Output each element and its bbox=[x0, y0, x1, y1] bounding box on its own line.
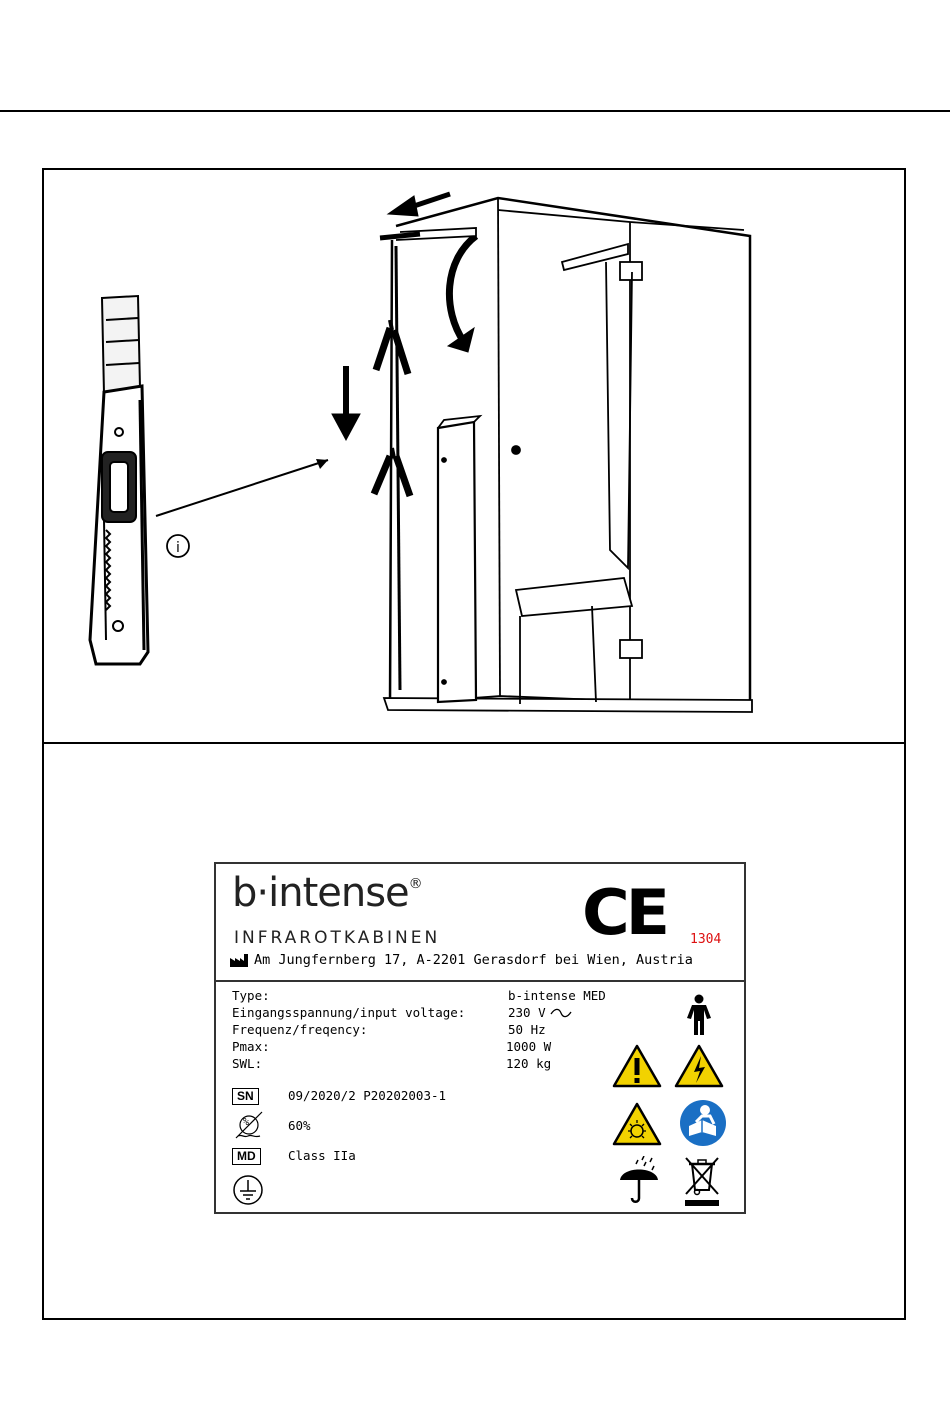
spec-value-pmax: 1000 W bbox=[506, 1039, 551, 1054]
ce-mark: CE bbox=[582, 876, 666, 949]
utility-knife-icon bbox=[90, 296, 148, 664]
spec-key-voltage: Eingangsspannung/input voltage: bbox=[232, 1005, 465, 1020]
factory-icon bbox=[230, 954, 250, 967]
sn-tag: SN bbox=[232, 1088, 259, 1105]
brand-name: b·intense bbox=[232, 870, 409, 916]
cabin-icon bbox=[374, 198, 752, 712]
brand-subtitle: INFRAROTKABINEN bbox=[234, 928, 440, 948]
humidity-value: 60% bbox=[288, 1118, 311, 1133]
spec-value-voltage: 230 V bbox=[508, 1005, 546, 1020]
notified-body-number: 1304 bbox=[690, 932, 721, 947]
spec-key-pmax: Pmax: bbox=[232, 1039, 270, 1054]
illustration-panel: i bbox=[42, 168, 906, 744]
spec-value-swl: 120 kg bbox=[506, 1056, 551, 1071]
serial-number: 09/2020/2 P20202003-1 bbox=[288, 1088, 446, 1103]
warning-icon bbox=[612, 1044, 662, 1088]
spec-key-type: Type: bbox=[232, 988, 270, 1003]
address-text: Am Jungfernberg 17, A-2201 Gerasdorf bei… bbox=[254, 952, 693, 968]
spec-key-frequency: Frequenz/freqency: bbox=[232, 1022, 367, 1037]
keep-dry-icon bbox=[614, 1156, 664, 1206]
plate-divider bbox=[216, 980, 744, 982]
registered-mark: ® bbox=[409, 876, 422, 892]
high-voltage-icon bbox=[674, 1044, 724, 1088]
alternating-current-icon bbox=[550, 1008, 572, 1018]
brand-logo: b·intense® bbox=[232, 870, 422, 916]
spec-value-type: b-intense MED bbox=[508, 988, 606, 1003]
md-tag: MD bbox=[232, 1148, 261, 1165]
rating-plate: b·intense® INFRAROTKABINEN CE 1304 Am Ju… bbox=[214, 862, 746, 1214]
voltage-value: 230 V bbox=[508, 1005, 546, 1020]
manufacturer-address: Am Jungfernberg 17, A-2201 Gerasdorf bei… bbox=[230, 952, 693, 968]
ground-icon bbox=[232, 1174, 264, 1206]
cabin-illustration: i bbox=[44, 170, 904, 742]
spec-key-swl: SWL: bbox=[232, 1056, 262, 1071]
read-manual-icon bbox=[678, 1098, 728, 1148]
device-class: Class IIa bbox=[288, 1148, 356, 1163]
weee-bin-icon bbox=[682, 1154, 722, 1208]
header-rule bbox=[0, 110, 950, 112]
info-marker-label: i bbox=[176, 540, 180, 556]
humidity-symbol: % bbox=[243, 1117, 249, 1128]
spec-value-frequency: 50 Hz bbox=[508, 1022, 546, 1037]
pointer-line bbox=[156, 460, 328, 516]
infrared-warning-icon bbox=[612, 1102, 662, 1146]
person-icon bbox=[686, 994, 712, 1036]
